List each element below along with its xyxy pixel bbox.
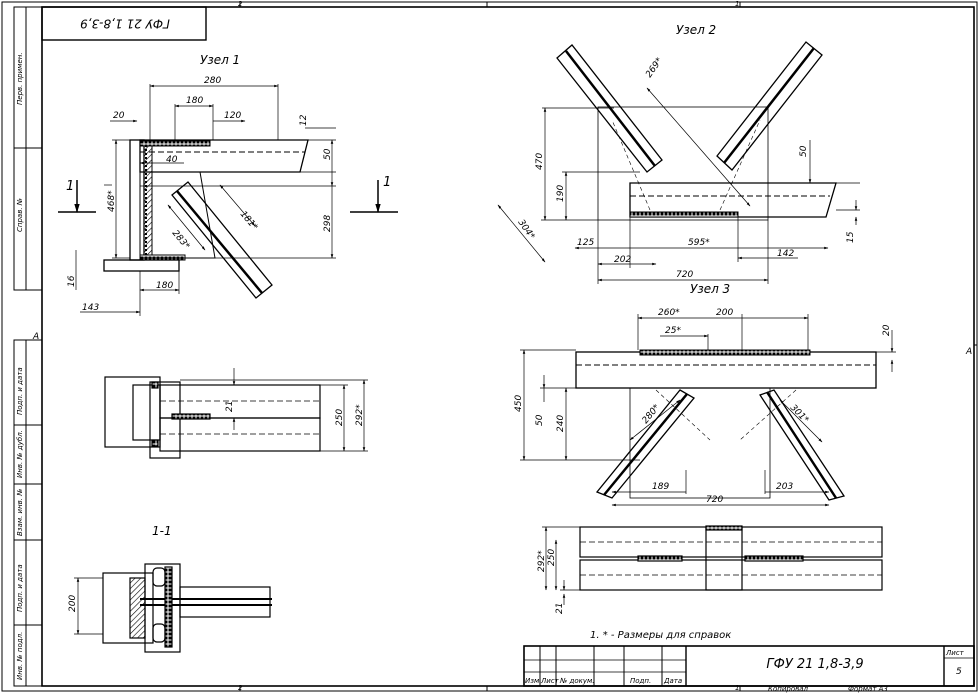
mirrored-code: ГФУ 21 1,8-3,9 (80, 17, 170, 31)
title-header-sign: Подп. (630, 677, 651, 685)
title-header-sheet: Лист (540, 677, 560, 685)
stamp-label-ref-no: Справ. № (16, 198, 24, 232)
node1-dim-143: 143 (82, 303, 99, 313)
section11-title: 1-1 (152, 524, 172, 538)
zone-bottom-right: 1 (735, 684, 739, 692)
node2-dim-142: 142 (777, 249, 794, 259)
node1-plan-dim-250: 250 (335, 409, 345, 426)
title-header-date: Дата (663, 677, 682, 685)
drawing-note: 1. * - Размеры для справок (590, 630, 731, 641)
node1-dim-50: 50 (323, 148, 333, 160)
node1-dim-283: 283* (170, 229, 192, 252)
node1-dim-40: 40 (166, 155, 178, 165)
node3-plan-dim-21: 21 (555, 603, 565, 614)
node3-dim-450: 450 (514, 395, 524, 412)
node1-dim-468: 468* (107, 190, 117, 212)
node2-dim-595: 595* (688, 238, 710, 248)
node3-dim-240: 240 (556, 415, 566, 432)
node1-arrow-left: 1 (66, 179, 74, 194)
node1-dim-298: 298 (323, 215, 333, 232)
node2-dim-15: 15 (846, 231, 856, 243)
stamp-label-first-use: Перв. примен. (16, 52, 24, 105)
section11-view: 1-1 200 (68, 524, 272, 653)
node1-plan-view: 21 250 292* (104, 368, 368, 459)
title-header-rev: Изм. (525, 677, 541, 685)
zone-top-right: 1 (735, 0, 739, 8)
node1-dim-120: 120 (224, 111, 241, 121)
section11-dim-200: 200 (68, 595, 78, 612)
title-header-doc: № докум. (559, 677, 595, 685)
title-code: ГФУ 21 1,8-3,9 (766, 657, 863, 672)
mirrored-code-box: ГФУ 21 1,8-3,9 (41, 6, 207, 41)
node1-dim-181: 181* (238, 210, 260, 233)
side-stamp (13, 6, 43, 687)
stamp-label-sign-date-1: Подп. и дата (16, 367, 24, 415)
node3-dim-203: 203 (776, 482, 793, 492)
zone-left-a: A (32, 332, 39, 342)
node2-dim-470: 470 (535, 153, 545, 170)
node3-plan-dim-250: 250 (547, 549, 557, 566)
node3-dim-20: 20 (882, 324, 892, 336)
node3-dim-25: 25* (665, 326, 681, 336)
node2-dim-190: 190 (556, 185, 566, 202)
node2-dim-125: 125 (577, 238, 594, 248)
node3-dim-200: 200 (716, 308, 733, 318)
node3-dim-50: 50 (535, 414, 545, 426)
node3-title: Узел 3 (690, 282, 730, 296)
node1-dim-180: 180 (186, 96, 203, 106)
node2-view: Узел 2 (497, 23, 860, 284)
node2-dim-269: 269* (644, 56, 665, 80)
node3-plan-view: 292* 250 21 (537, 525, 883, 614)
node2-dim-202: 202 (614, 255, 631, 265)
node3-view: Узел 3 (514, 282, 896, 507)
title-format-label: Формат А3 (848, 685, 888, 693)
zone-top-left: 2 (238, 0, 243, 8)
node1-title: Узел 1 (200, 53, 240, 67)
node2-dim-720: 720 (676, 270, 693, 280)
node1-dim-280: 280 (204, 76, 221, 86)
node1-dim-16: 16 (67, 275, 77, 287)
node1-view: Узел 1 (58, 53, 398, 316)
node1-dim-180b: 180 (156, 281, 173, 291)
node1-dim-20: 20 (113, 111, 125, 121)
node3-dim-189: 189 (652, 482, 669, 492)
node3-dim-260: 260* (658, 308, 680, 318)
zone-right-a: A (965, 347, 972, 357)
node3-dim-301: 301* (788, 403, 811, 426)
title-copied-label: Копировал (768, 685, 809, 693)
title-sheet-label: Лист (945, 649, 965, 657)
stamp-label-dup-inv: Инв. № дубл. (16, 430, 24, 478)
node1-dim-12: 12 (299, 114, 309, 126)
node2-title: Узел 2 (676, 23, 716, 37)
title-sheet-number: 5 (956, 667, 962, 677)
node1-arrow-right: 1 (383, 175, 391, 190)
node2-dim-50: 50 (799, 145, 809, 157)
stamp-label-repl-inv: Взам. инв. № (16, 488, 24, 536)
node1-plan-dim-292: 292* (355, 404, 365, 426)
node3-plan-dim-292: 292* (537, 550, 547, 572)
stamp-label-sign-date-2: Подп. и дата (16, 564, 24, 612)
title-block (523, 645, 975, 687)
stamp-label-orig-inv: Инв. № подл. (16, 632, 24, 680)
node1-plan-dim-21: 21 (225, 401, 235, 412)
node3-dim-720: 720 (706, 495, 723, 505)
zone-bottom-left: 2 (238, 684, 243, 692)
